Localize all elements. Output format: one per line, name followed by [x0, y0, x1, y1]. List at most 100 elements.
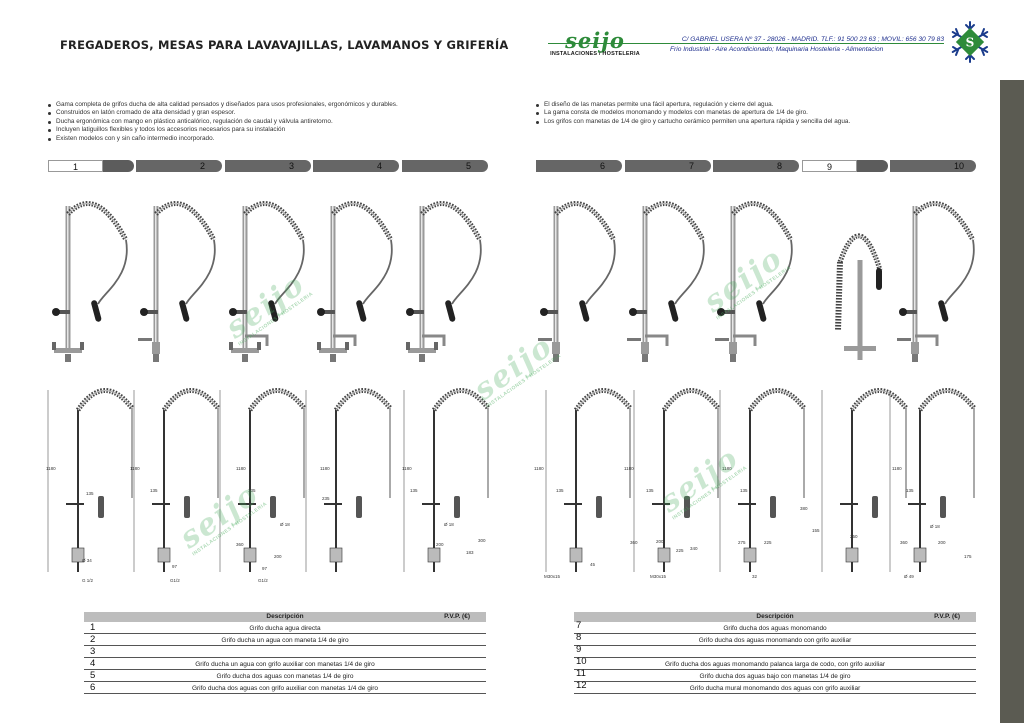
- model-tab-7: 7: [625, 160, 711, 172]
- mixer-body: [911, 342, 919, 354]
- row-description: Grifo ducha dos aguas bajo con manetas 1…: [699, 673, 851, 680]
- dimension-label: 135: [906, 488, 914, 493]
- hose-core: [332, 203, 392, 241]
- dimension-label: Ø 18: [280, 522, 290, 527]
- spray-handle: [179, 300, 190, 322]
- row-index: 12: [576, 680, 587, 691]
- bracket-knob: [317, 308, 325, 316]
- hose-core: [335, 390, 391, 411]
- spray-handle: [876, 268, 882, 290]
- row-description: Grifo ducha dos aguas con manetas 1/4 de…: [216, 673, 354, 680]
- model-tab-5: 5: [402, 160, 488, 172]
- row-index: 7: [576, 620, 582, 631]
- hose-core: [244, 203, 304, 241]
- column-highlight: [555, 206, 557, 352]
- feature-item: La gama consta de modelos monomando y mo…: [536, 109, 850, 117]
- dimension-label: 1180: [624, 466, 634, 471]
- mixer-body: [427, 547, 441, 563]
- mixer-lever: [138, 338, 152, 341]
- column-highlight: [244, 206, 246, 352]
- spray-handle: [356, 300, 367, 322]
- row-description: Grifo ducha dos aguas con grifo auxiliar…: [191, 685, 379, 692]
- dimension-label: 1180: [402, 466, 412, 471]
- dimension-label: 183: [466, 550, 474, 555]
- tap-base: [242, 354, 248, 362]
- bracket-knob: [540, 308, 548, 316]
- features-list-left: Gama completa de grifos ducha de alta ca…: [48, 101, 398, 143]
- hose-core: [644, 203, 704, 241]
- row-index: 6: [90, 682, 96, 693]
- tap-base: [153, 354, 159, 362]
- model-tab-number: 8: [777, 161, 783, 171]
- hose-core: [555, 203, 615, 241]
- tap-base: [642, 354, 648, 362]
- mixer-body: [743, 547, 757, 563]
- hose-core: [663, 390, 719, 411]
- dimension-label: Ø 34: [82, 558, 92, 563]
- spray-handle: [356, 496, 362, 518]
- model-tab-6: 6: [536, 160, 622, 172]
- bracket-knob: [899, 308, 907, 316]
- snowflake-badge-icon: S: [951, 21, 989, 63]
- bracket-knob: [52, 308, 60, 316]
- mixer-body: [641, 342, 649, 354]
- model-tab-10: 10: [890, 160, 976, 172]
- feature-item: Existen modelos con y sin caño intermedi…: [48, 135, 398, 143]
- dimension-label: 135: [410, 488, 418, 493]
- tap-handle: [80, 342, 84, 350]
- mixer-body: [845, 547, 859, 563]
- col-description: Descripción: [266, 613, 304, 620]
- tap-handle: [317, 342, 321, 350]
- page-title: FREGADEROS, MESAS PARA LAVAVAJILLAS, LAV…: [60, 38, 509, 52]
- table-header: Descripción P.V.P. (€): [574, 612, 976, 622]
- row-description: Grifo ducha mural monomando dos aguas co…: [689, 685, 861, 692]
- spray-handle: [270, 496, 276, 518]
- mixer-body: [71, 547, 85, 563]
- hose-core: [249, 390, 305, 411]
- table-row: 3: [84, 646, 486, 658]
- spray-handle: [596, 496, 602, 518]
- spring-hose: [243, 201, 306, 242]
- mixer-lever: [538, 338, 552, 341]
- dimension-label: 135: [248, 488, 256, 493]
- dimension-label: 380: [800, 506, 808, 511]
- tap-body: [844, 346, 876, 351]
- wall-bracket: [410, 310, 424, 314]
- dimension-label: 340: [690, 546, 698, 551]
- bracket-knob: [406, 308, 414, 316]
- wall-bracket: [56, 310, 70, 314]
- dimension-label: 135: [86, 491, 94, 496]
- tap-base: [65, 354, 71, 362]
- dimension-label: 1180: [722, 466, 732, 471]
- feature-item: Construidos en latón cromado de alta den…: [48, 109, 398, 117]
- model-tab-number: 6: [600, 161, 606, 171]
- model-tab-number: 4: [377, 161, 383, 171]
- model-tab-number: 2: [200, 161, 206, 171]
- wall-bracket: [721, 310, 735, 314]
- flex-hose: [185, 239, 216, 305]
- dimension-label: 97: [262, 566, 268, 571]
- row-description: Grifo ducha un agua con maneta 1/4 de gi…: [221, 637, 349, 644]
- dimension-label: G1/2: [258, 578, 268, 583]
- feature-item: Los grifos con manetas de 1/4 de giro y …: [536, 118, 850, 126]
- spring-hose: [913, 201, 976, 242]
- model-tab-number: 10: [954, 161, 965, 171]
- model-tab-number: 3: [289, 161, 295, 171]
- bracket-knob: [629, 308, 637, 316]
- tap-handle: [257, 342, 261, 350]
- seijo-logo: seijo INSTALACIONES / HOSTELERIA: [546, 30, 644, 58]
- model-tab-3: 3: [225, 160, 311, 172]
- hose-core: [155, 203, 215, 241]
- dimension-label: 300: [478, 538, 486, 543]
- row-description: Grifo ducha dos aguas monomando con grif…: [698, 637, 852, 644]
- dimension-label: 250: [850, 534, 858, 539]
- hose-core: [433, 390, 489, 411]
- row-description: Grifo ducha dos aguas monomando: [723, 625, 827, 632]
- column-highlight: [732, 206, 734, 352]
- model-tab-number: 7: [689, 161, 695, 171]
- spray-handle: [268, 300, 279, 322]
- col-description: Descripción: [756, 613, 794, 620]
